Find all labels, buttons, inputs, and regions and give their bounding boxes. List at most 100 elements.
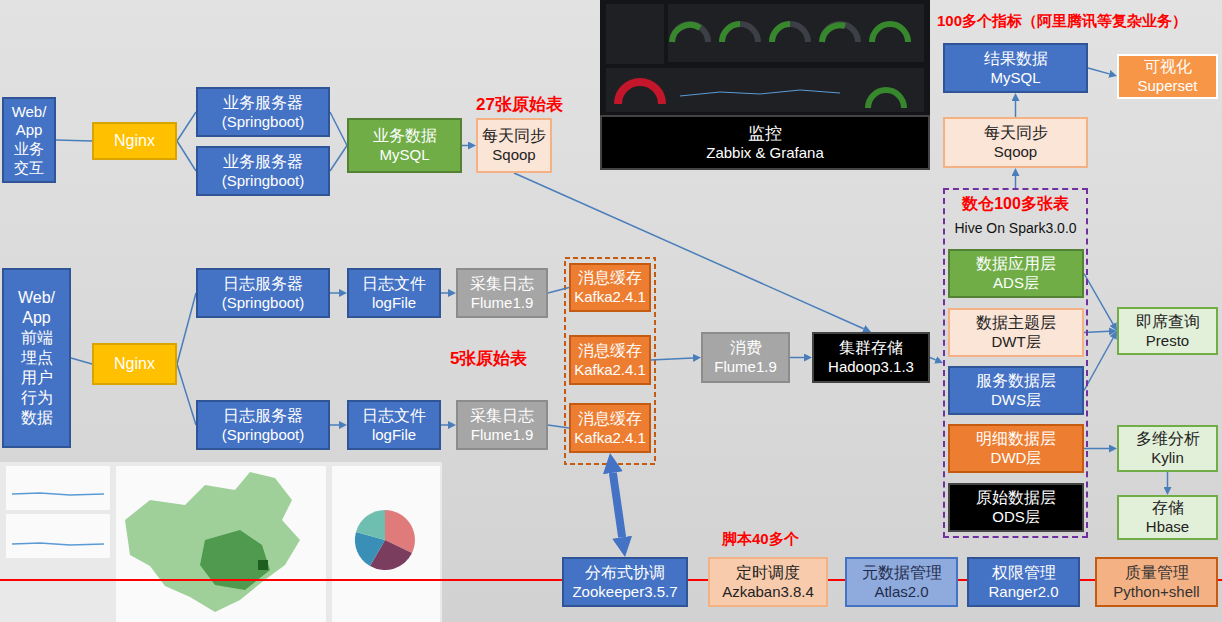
box-label: ODS层 xyxy=(992,508,1040,527)
connector xyxy=(330,146,347,172)
annotation: 27张原始表 xyxy=(476,93,563,116)
process-box: 数据应用层ADS层 xyxy=(948,249,1084,298)
process-box: 服务数据层DWS层 xyxy=(948,366,1084,415)
screen-panel xyxy=(668,4,924,62)
box-label: (Springboot) xyxy=(222,426,305,445)
box-label: Sqoop xyxy=(492,146,535,165)
box-label: Flume1.9 xyxy=(471,426,534,445)
connector xyxy=(177,141,196,171)
box-label: Superset xyxy=(1137,77,1197,96)
connector xyxy=(514,173,864,329)
map-region xyxy=(258,560,268,570)
box-label: 采集日志 xyxy=(470,274,534,294)
connector xyxy=(1167,472,1169,487)
connector xyxy=(1084,338,1113,391)
box-label: DWD层 xyxy=(991,449,1042,468)
process-box: 业务服务器(Springboot) xyxy=(196,146,330,196)
box-label: Zabbix & Grafana xyxy=(706,144,824,163)
box-label: 日志文件 xyxy=(362,274,426,294)
process-box: 集群存储Hadoop3.1.3 xyxy=(812,332,930,383)
box-label: 每天同步 xyxy=(482,126,546,146)
box-label: Flume1.9 xyxy=(471,294,534,313)
sparkline xyxy=(12,543,104,545)
gauge xyxy=(618,82,662,104)
box-label: 多维分析 xyxy=(1136,429,1200,449)
box-label: 存储 xyxy=(1152,498,1184,518)
box-label: Kylin xyxy=(1151,449,1184,468)
box-label: Web/ App 业务 交互 xyxy=(6,103,52,178)
screen-panel xyxy=(116,466,326,622)
box-label: Sqoop xyxy=(994,143,1037,162)
process-box: 业务服务器(Springboot) xyxy=(196,87,330,137)
process-box: 监控Zabbix & Grafana xyxy=(600,115,930,170)
process-box: Nginx xyxy=(92,343,177,385)
process-box: 消息缓存Kafka2.4.1 xyxy=(569,263,651,312)
box-label: 可视化 xyxy=(1144,57,1192,77)
box-label: DWT层 xyxy=(991,333,1040,352)
sparkline xyxy=(680,90,840,96)
connector xyxy=(330,424,339,426)
box-label: 权限管理 xyxy=(992,563,1056,583)
box-label: 业务数据 xyxy=(373,126,437,146)
annotation: 5张原始表 xyxy=(450,347,527,370)
process-box: 数据主题层DWT层 xyxy=(948,308,1084,357)
process-box: 质量管理Python+shell xyxy=(1095,557,1218,607)
connector xyxy=(71,358,92,364)
gauge xyxy=(672,24,708,42)
box-label: (Springboot) xyxy=(222,172,305,191)
box-label: 消息缓存 xyxy=(578,268,642,288)
gauge xyxy=(722,24,758,42)
connector xyxy=(613,473,622,537)
box-label: 消息缓存 xyxy=(578,341,642,361)
box-label: 每天同步 xyxy=(984,123,1048,143)
annotation: 脚本40多个 xyxy=(722,530,799,549)
annotation: 100多个指标（阿里腾讯等复杂业务） xyxy=(937,12,1187,31)
box-label: 业务服务器 xyxy=(223,93,303,113)
gauge xyxy=(772,24,790,42)
process-box: 消息缓存Kafka2.4.1 xyxy=(569,335,651,385)
box-label: Atlas2.0 xyxy=(874,583,928,602)
box-label: logFile xyxy=(372,426,416,445)
pie-slice xyxy=(356,510,385,540)
connector xyxy=(1015,101,1017,117)
connector xyxy=(1088,68,1109,74)
box-label: Ranger2.0 xyxy=(988,583,1058,602)
screen-panel xyxy=(332,466,440,622)
box-label: 质量管理 xyxy=(1125,563,1189,583)
process-box: 消费Flume1.9 xyxy=(701,332,790,383)
connector xyxy=(1015,176,1017,188)
box-label: logFile xyxy=(372,294,416,313)
process-box: 定时调度Azkaban3.8.4 xyxy=(708,557,828,607)
box-label: 采集日志 xyxy=(470,406,534,426)
connector xyxy=(177,364,196,425)
connector xyxy=(790,357,804,359)
process-box: 存储Hbase xyxy=(1117,495,1218,540)
box-label: Web/ App 前端 埋点 用户 行为 数据 xyxy=(6,288,67,428)
process-box: Nginx xyxy=(92,122,177,160)
screen-panel xyxy=(6,514,110,558)
box-label: 原始数据层 xyxy=(976,488,1056,508)
process-box: Web/ App 前端 埋点 用户 行为 数据 xyxy=(2,268,71,448)
box-label: Kafka2.4.1 xyxy=(574,288,646,307)
process-box: 分布式协调Zookeeper3.5.7 xyxy=(562,557,688,607)
process-box: 每天同步Sqoop xyxy=(476,118,552,173)
process-box: 每天同步Sqoop xyxy=(943,117,1088,168)
process-box: 日志文件logFile xyxy=(347,400,441,450)
connector xyxy=(1084,274,1113,325)
connector xyxy=(330,292,339,294)
connector xyxy=(548,288,569,294)
box-label: 结果数据 xyxy=(984,49,1048,69)
process-box: 采集日志Flume1.9 xyxy=(456,268,548,318)
map-region xyxy=(125,472,300,612)
screen-panel xyxy=(6,466,110,510)
box-label: Presto xyxy=(1146,332,1189,351)
box-label: MySQL xyxy=(379,146,429,165)
gauge xyxy=(822,25,845,42)
box-label: Hive On Spark3.0.0 xyxy=(954,220,1076,238)
connector xyxy=(56,140,92,141)
gauge xyxy=(772,24,808,42)
connector xyxy=(330,112,347,146)
process-box: 结果数据MySQL xyxy=(943,43,1088,93)
sparkline xyxy=(12,493,104,495)
screen-panel xyxy=(606,68,924,112)
